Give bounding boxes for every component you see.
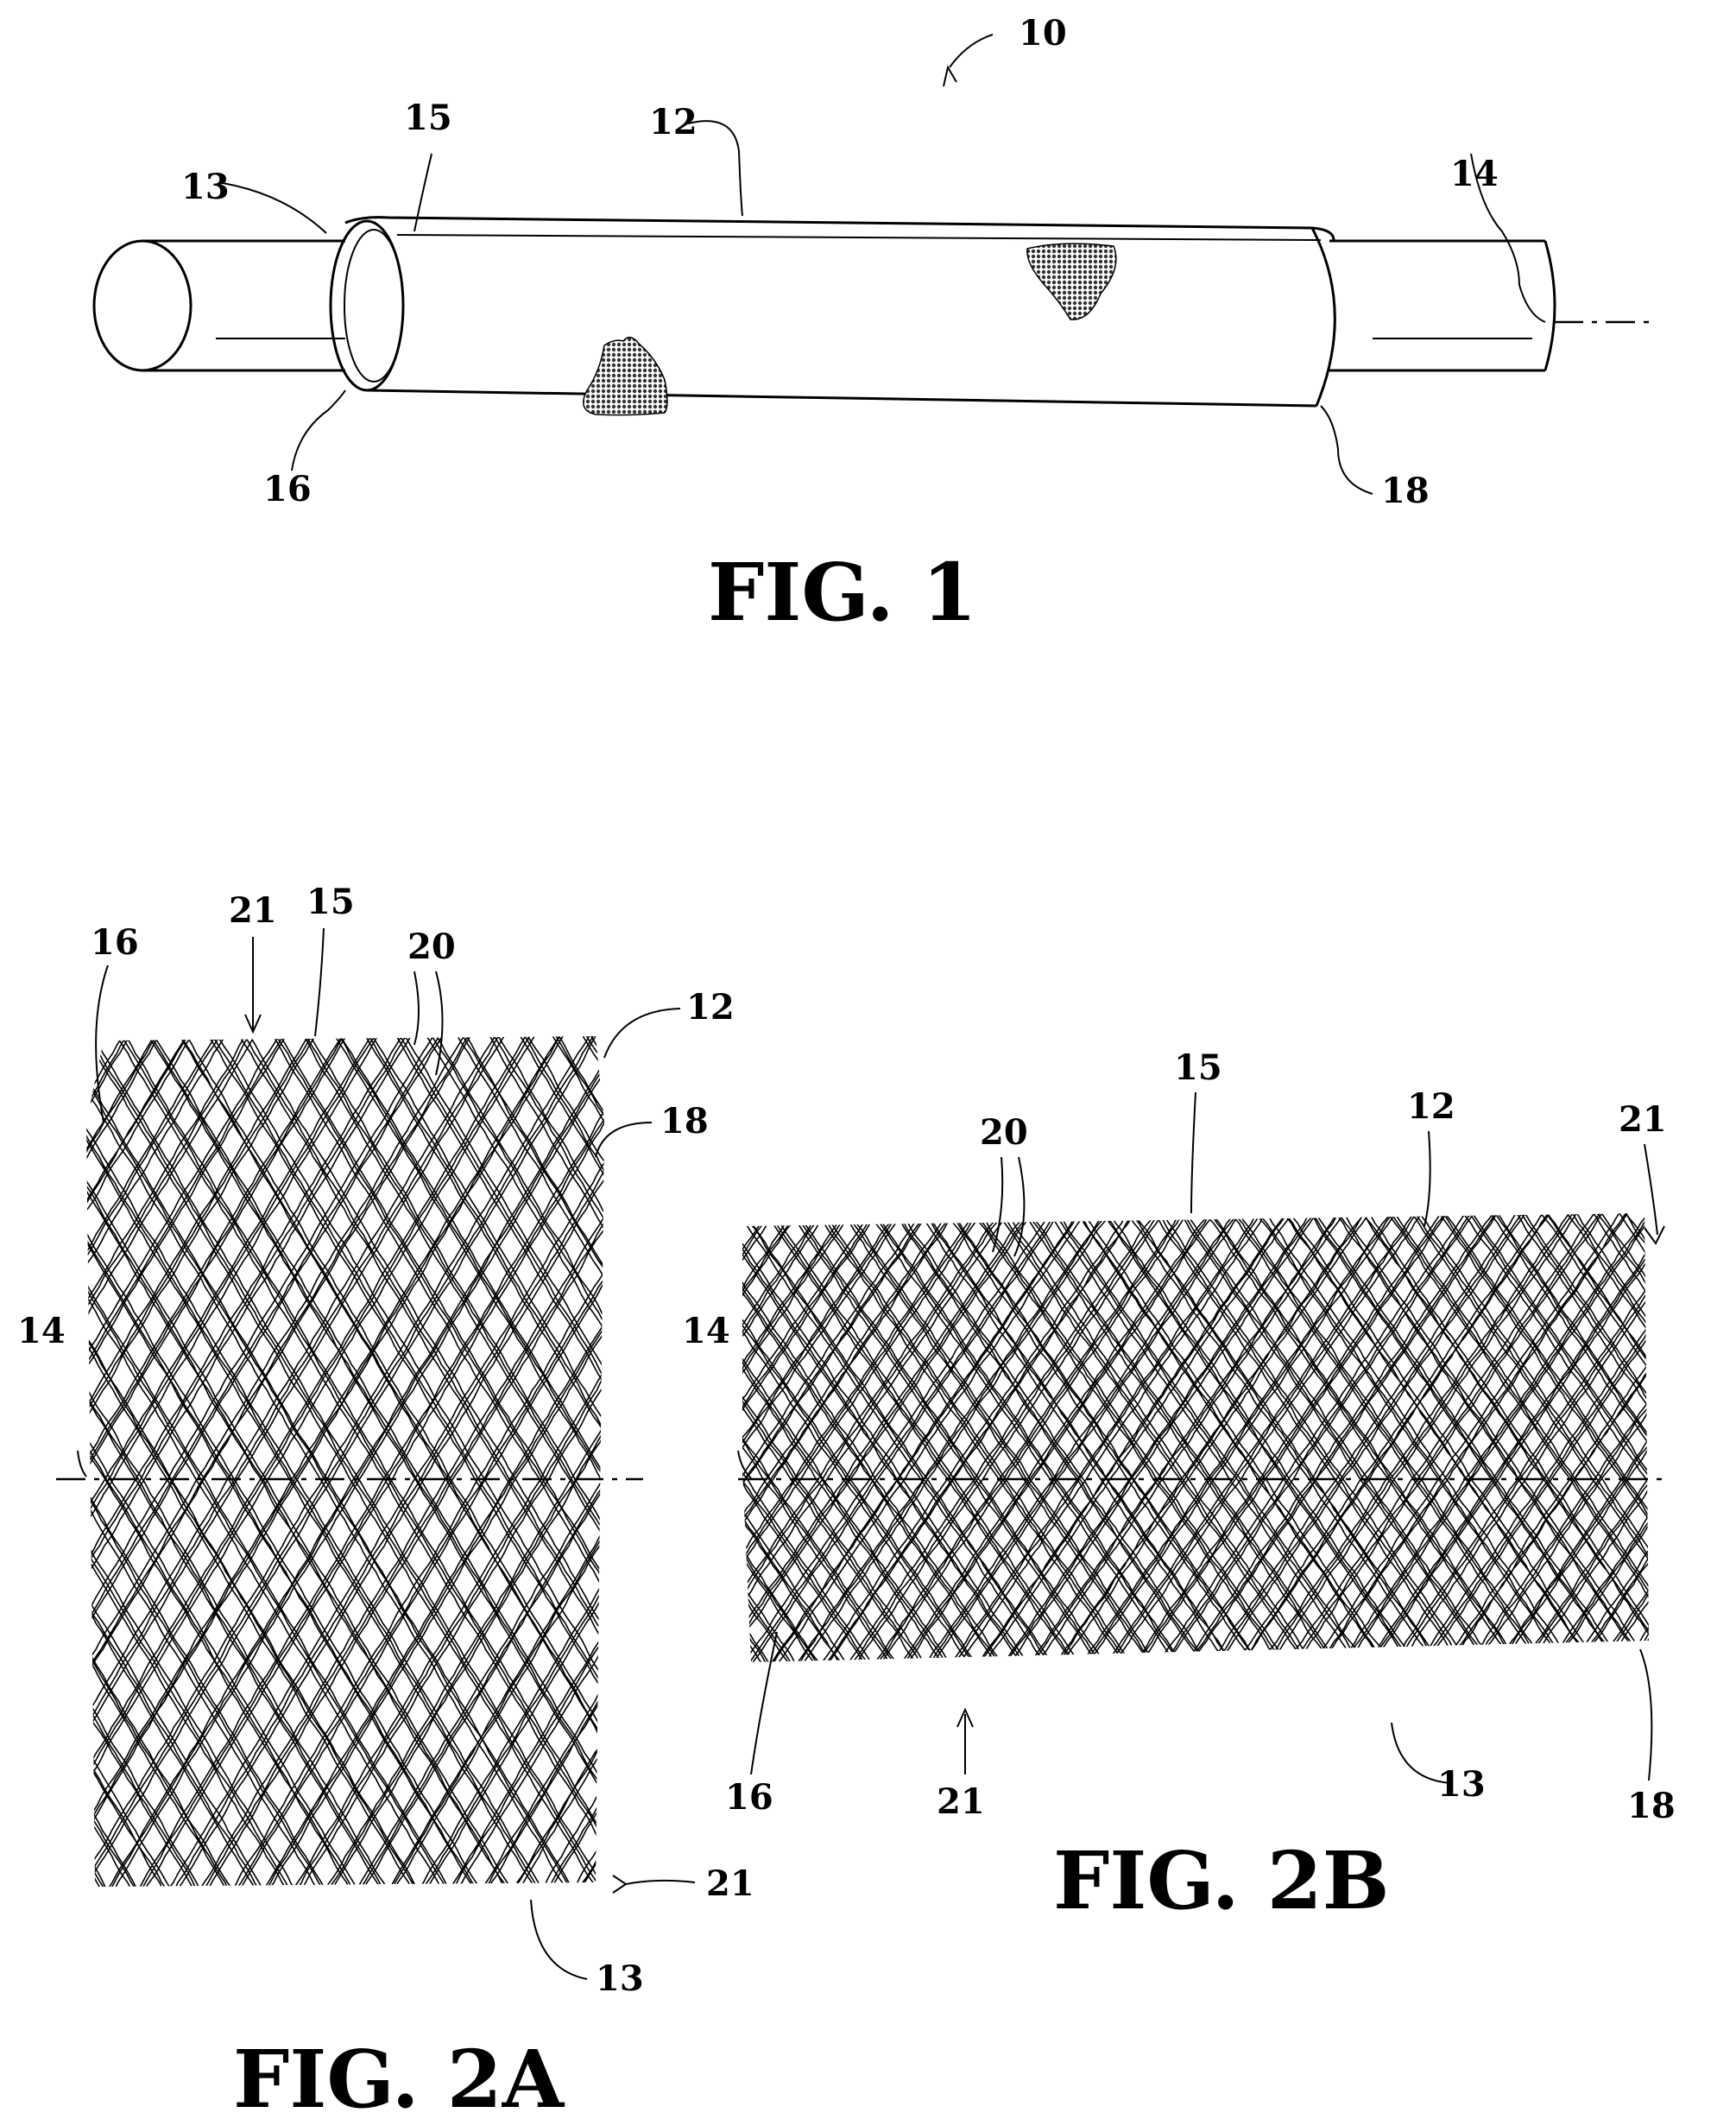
ref-16: 16	[263, 469, 312, 509]
ref-12: 12	[686, 987, 735, 1028]
ref-10: 10	[1019, 13, 1067, 54]
ref-13: 13	[596, 1958, 644, 1999]
ref-20: 20	[407, 927, 456, 967]
ref-20: 20	[980, 1112, 1028, 1153]
ref-16: 16	[725, 1777, 773, 1818]
ref-13: 13	[181, 167, 230, 207]
ref-12: 12	[1407, 1086, 1455, 1127]
ref-14: 14	[1450, 154, 1499, 194]
ref-18: 18	[660, 1101, 709, 1142]
ref-21: 21	[706, 1863, 754, 1904]
figure-2a-caption: FIG. 2A	[233, 2033, 565, 2119]
pore-patch	[1027, 244, 1116, 319]
ref-15: 15	[1174, 1047, 1222, 1088]
ref-21: 21	[937, 1781, 985, 1822]
ref-14: 14	[17, 1311, 66, 1351]
ref-14: 14	[682, 1311, 730, 1351]
tube-drawing	[331, 218, 1335, 415]
ref-15: 15	[306, 882, 355, 922]
leader-lines	[78, 928, 695, 1979]
figure-2b-caption: FIG. 2B	[1053, 1834, 1389, 1927]
figure-1: 10 12 13 14 15 16 18 FIG. 1	[94, 13, 1649, 639]
ref-13: 13	[1437, 1764, 1486, 1805]
ref-15: 15	[404, 98, 452, 138]
figure-1-caption: FIG. 1	[708, 546, 977, 639]
figure-2a: 12 13 14 15 16 18 20 21 21 FIG. 2A	[0, 882, 1736, 2119]
ref-18: 18	[1627, 1786, 1676, 1826]
ref-21: 21	[229, 890, 277, 931]
pore-patch	[584, 338, 667, 415]
ref-12: 12	[649, 102, 698, 142]
ref-18: 18	[1381, 471, 1430, 511]
ref-16: 16	[91, 922, 139, 963]
ref-21: 21	[1619, 1099, 1667, 1140]
